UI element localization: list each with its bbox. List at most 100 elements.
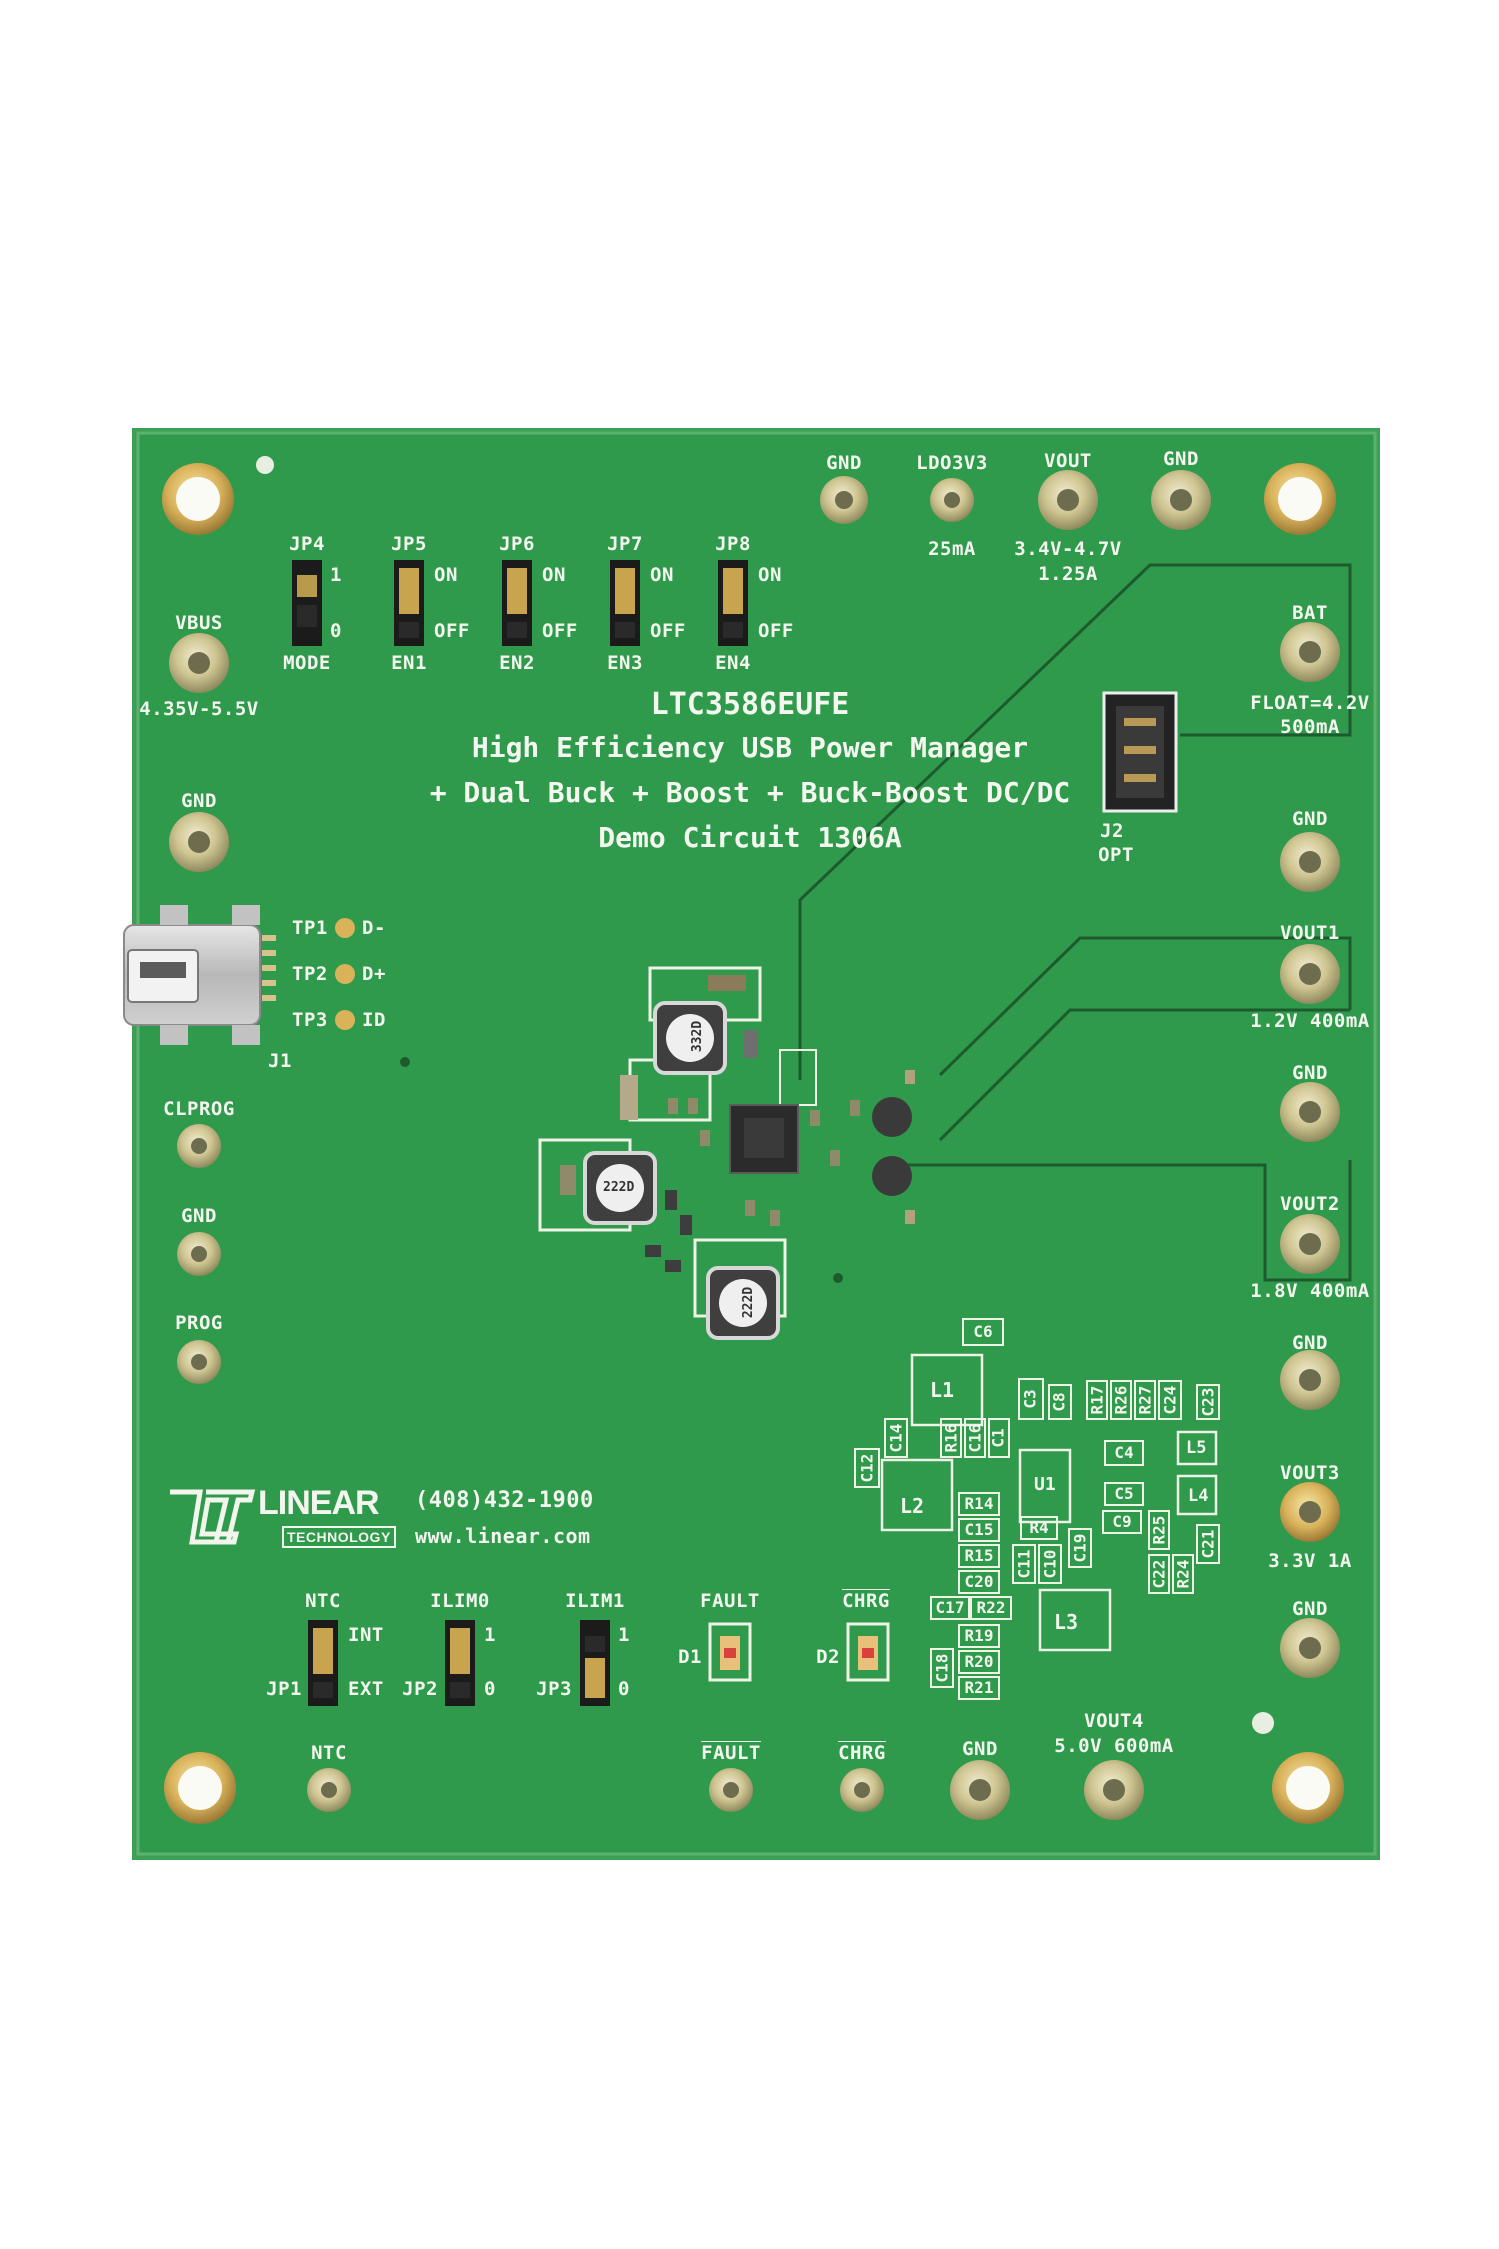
ref-c16: C16 — [964, 1418, 986, 1458]
label-fault-led: FAULT — [700, 1590, 760, 1612]
label-tp3-sig: ID — [362, 1009, 386, 1031]
inductor-mark-bottom: 222D — [741, 1286, 757, 1319]
label-jp4-lower: 0 — [330, 620, 342, 642]
label-jp7: JP7 — [607, 533, 643, 555]
logo-sub: TECHNOLOGY — [282, 1526, 396, 1548]
label-jp1-lower: EXT — [348, 1678, 384, 1700]
label-jp4: JP4 — [289, 533, 325, 555]
label-jp7-upper: ON — [650, 564, 674, 586]
mounting-holes — [162, 456, 1344, 1824]
label-j2: J2 — [1100, 820, 1124, 842]
ref-c20: C20 — [958, 1570, 1000, 1594]
ref-c8: C8 — [1048, 1384, 1072, 1420]
label-vbus: VBUS — [175, 612, 223, 634]
label-float: FLOAT=4.2V — [1250, 692, 1370, 714]
label-tp1-sig: D- — [362, 917, 386, 939]
label-ntc-jumper: NTC — [305, 1590, 341, 1612]
ref-c19: C19 — [1068, 1528, 1092, 1568]
linear-logo-mark-icon — [170, 1489, 256, 1545]
label-ldo-current: 25mA — [928, 538, 976, 560]
label-vout1-spec: 1.2V 400mA — [1250, 1010, 1370, 1032]
ref-r26: R26 — [1110, 1380, 1132, 1420]
led-pads — [708, 1622, 890, 1682]
ref-c15: C15 — [958, 1518, 1000, 1542]
label-en1: EN1 — [391, 652, 427, 674]
label-tp1: TP1 — [292, 917, 328, 939]
label-vbus-range: 4.35V-5.5V — [139, 698, 259, 720]
component-outlines — [880, 1353, 1218, 1652]
label-chrg-led: CHRG — [842, 1590, 890, 1612]
label-fault-terminal: FAULT — [701, 1742, 761, 1764]
label-jp6-upper: ON — [542, 564, 566, 586]
ref-c3: C3 — [1018, 1378, 1044, 1420]
ic-cluster — [538, 966, 915, 1340]
label-en3: EN3 — [607, 652, 643, 674]
label-gnd-left-2: GND — [181, 1205, 217, 1227]
top-jumpers — [292, 560, 748, 646]
label-gnd-right-2: GND — [1292, 1062, 1328, 1084]
label-j1: J1 — [268, 1050, 292, 1072]
label-jp3: JP3 — [536, 1678, 572, 1700]
ref-r15: R15 — [958, 1544, 1000, 1568]
ref-c23: C23 — [1196, 1384, 1220, 1420]
ref-c21: C21 — [1196, 1524, 1220, 1564]
label-gnd-right-1: GND — [1292, 808, 1328, 830]
label-vout-current: 1.25A — [1038, 563, 1098, 585]
phone-number: (408)432-1900 — [415, 1488, 594, 1513]
ref-r27: R27 — [1134, 1380, 1156, 1420]
label-vout2-spec: 1.8V 400mA — [1250, 1280, 1370, 1302]
label-jp2-lower: 0 — [484, 1678, 496, 1700]
label-vout3: VOUT3 — [1280, 1462, 1340, 1484]
label-ilim1: ILIM1 — [565, 1590, 625, 1612]
label-gnd-bottom: GND — [962, 1738, 998, 1760]
label-en4: EN4 — [715, 652, 751, 674]
label-d1: D1 — [678, 1646, 702, 1668]
ref-c10: C10 — [1038, 1544, 1062, 1584]
ref-c5: C5 — [1104, 1482, 1144, 1506]
label-gnd-left: GND — [181, 790, 217, 812]
usb-connector — [123, 905, 410, 1067]
label-ntc-terminal: NTC — [311, 1742, 347, 1764]
label-jp6: JP6 — [499, 533, 535, 555]
title-line-1: High Efficiency USB Power Manager — [471, 731, 1029, 764]
label-vout1: VOUT1 — [1280, 922, 1340, 944]
label-jp5: JP5 — [391, 533, 427, 555]
title-line-2: + Dual Buck + Boost + Buck-Boost DC/DC — [429, 776, 1071, 809]
ref-c18: C18 — [930, 1648, 954, 1688]
ref-c11: C11 — [1012, 1544, 1036, 1584]
ref-c14: C14 — [884, 1418, 908, 1458]
silk-traces — [798, 563, 1352, 1282]
inductor-mark-left: 222D — [603, 1180, 635, 1195]
label-tp2: TP2 — [292, 963, 328, 985]
ref-c9: C9 — [1102, 1510, 1142, 1534]
label-d2: D2 — [816, 1646, 840, 1668]
label-jp7-lower: OFF — [650, 620, 686, 642]
ref-l2: L2 — [900, 1494, 925, 1518]
ref-c12: C12 — [854, 1448, 880, 1488]
label-tp2-sig: D+ — [362, 963, 386, 985]
ref-r25: R25 — [1148, 1510, 1170, 1550]
label-jp3-lower: 0 — [618, 1678, 630, 1700]
label-j2-opt: OPT — [1098, 844, 1134, 866]
inductor-mark-top: 332D — [690, 1020, 706, 1053]
label-gnd-right-3: GND — [1292, 1332, 1328, 1354]
label-prog: PROG — [175, 1312, 223, 1334]
ref-l3: L3 — [1054, 1610, 1079, 1634]
label-mode: MODE — [283, 652, 331, 674]
logo-word: LINEAR — [258, 1484, 380, 1522]
label-vout3-spec: 3.3V 1A — [1268, 1550, 1352, 1572]
label-bat: BAT — [1292, 602, 1328, 624]
label-jp4-upper: 1 — [330, 564, 342, 586]
website: www.linear.com — [415, 1524, 591, 1548]
ref-r20: R20 — [958, 1650, 1000, 1674]
title-line-3: Demo Circuit 1306A — [598, 821, 902, 854]
label-jp1: JP1 — [266, 1678, 302, 1700]
part-number: LTC3586EUFE — [650, 687, 850, 722]
bottom-jumpers — [308, 1620, 610, 1706]
label-jp8: JP8 — [715, 533, 751, 555]
ref-c22: C22 — [1148, 1554, 1170, 1594]
label-jp3-upper: 1 — [618, 1624, 630, 1646]
ref-l5: L5 — [1186, 1438, 1207, 1458]
label-bat-current: 500mA — [1280, 716, 1340, 738]
